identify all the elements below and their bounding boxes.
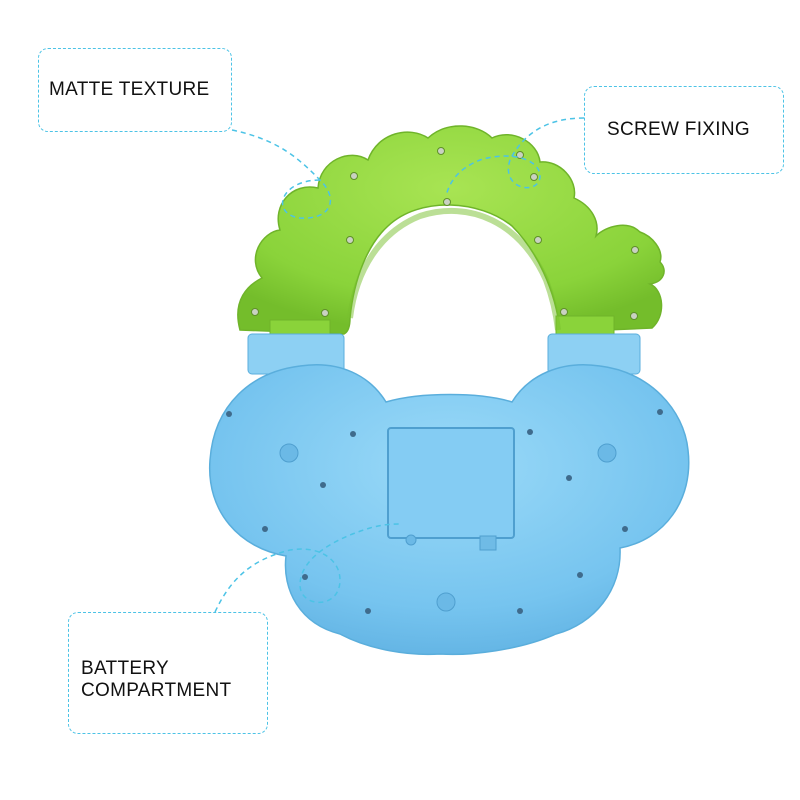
callout-screw-fixing: SCREW FIXING (584, 86, 784, 174)
callout-matte-texture-label: MATTE TEXTURE (49, 79, 210, 100)
screw-icon (251, 147, 639, 320)
callout-matte-texture: MATTE TEXTURE (38, 48, 232, 132)
callout-battery-line2: COMPARTMENT (81, 680, 232, 701)
screw-hole-icon (226, 409, 663, 614)
callout-screw-fixing-label: SCREW FIXING (607, 119, 750, 140)
battery-compartment-cover (387, 427, 515, 551)
callout-battery-text: BATTERY COMPARTMENT (81, 658, 231, 702)
callout-battery-line1: BATTERY (81, 658, 169, 679)
callout-battery-compartment: BATTERY COMPARTMENT (68, 612, 268, 734)
callout-connectors (214, 117, 585, 613)
blue-hinge-tabs (247, 333, 641, 375)
mounting-post-icon (279, 443, 617, 612)
